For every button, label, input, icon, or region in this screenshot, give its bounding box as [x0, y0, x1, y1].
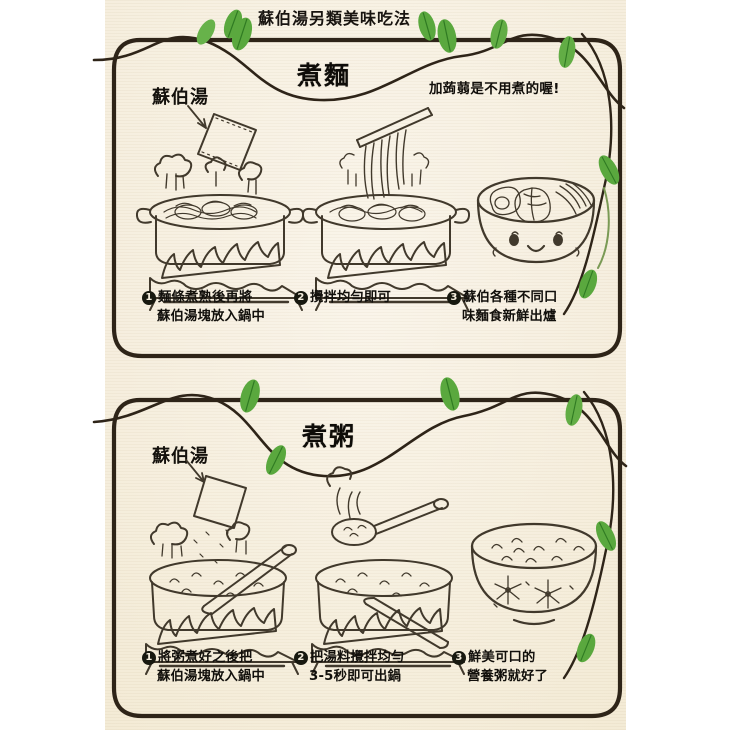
leaf [418, 11, 436, 41]
leaf [440, 377, 460, 411]
step-line-1: 將粥煮好之後把 [158, 650, 253, 665]
step-line-2: 蘇伯湯塊放入鍋中 [157, 669, 265, 684]
section-porridge-frame [92, 377, 628, 719]
step-number: 1 [142, 651, 156, 665]
header-decorations [223, 9, 508, 49]
illustration-smiling-bowl [472, 170, 612, 300]
leaf [196, 19, 216, 45]
step-line-2: 3-5秒即可出鍋 [309, 669, 402, 684]
page-title: 蘇伯湯另類美味吃法 [258, 9, 412, 28]
leaf [598, 155, 620, 185]
note-noodle: 加蒟蒻是不用煮的喔! [429, 81, 560, 97]
leaf [437, 19, 457, 53]
step-line-1: 鮮美可口的 [468, 650, 536, 665]
leaf [576, 633, 596, 663]
step-line-1: 蘇伯各種不同口 [463, 290, 558, 305]
leaf [265, 445, 287, 475]
section-noodle: 煮麵 蘇伯湯 加蒟蒻是不用煮的喔! [92, 17, 626, 359]
step-number: 3 [452, 651, 466, 665]
step-number: 2 [294, 291, 308, 305]
leaf [565, 394, 583, 426]
illustration-porridge-spoon [302, 466, 492, 675]
leaf [240, 379, 260, 413]
illustration-pot-chopsticks [301, 102, 492, 311]
illustration-porridge-pot [136, 459, 326, 675]
illustration-pot-noodles [135, 102, 326, 311]
step-line-2: 味麵食新鮮出爐 [462, 309, 557, 324]
section-porridge: 煮粥 蘇伯湯 [92, 377, 628, 719]
illustration-porridge-bowl [464, 516, 614, 656]
flower-motif [493, 575, 574, 609]
step-line-1: 麵條煮熟後再將 [158, 290, 253, 305]
step-line-2: 營養粥就好了 [467, 669, 548, 684]
leaf [578, 269, 598, 299]
step-number: 3 [447, 291, 461, 305]
leaf [223, 9, 243, 39]
step-number: 2 [294, 651, 308, 665]
brand-label-noodle: 蘇伯湯 [152, 87, 209, 108]
brand-label-porridge: 蘇伯湯 [152, 446, 209, 467]
paper-background [105, 0, 626, 730]
section-title-noodle: 煮麵 [297, 61, 352, 90]
leaf [490, 19, 508, 49]
step-line-1: 把湯料攪拌均勻 [310, 650, 405, 665]
leaf [558, 36, 576, 68]
section-title-porridge: 煮粥 [302, 422, 357, 451]
leaf [595, 521, 617, 551]
step-line-2: 蘇伯湯塊放入鍋中 [157, 309, 265, 324]
section-noodle-frame [92, 17, 626, 359]
step-line-1: 攪拌均勻即可 [310, 290, 391, 305]
step-number: 1 [142, 291, 156, 305]
